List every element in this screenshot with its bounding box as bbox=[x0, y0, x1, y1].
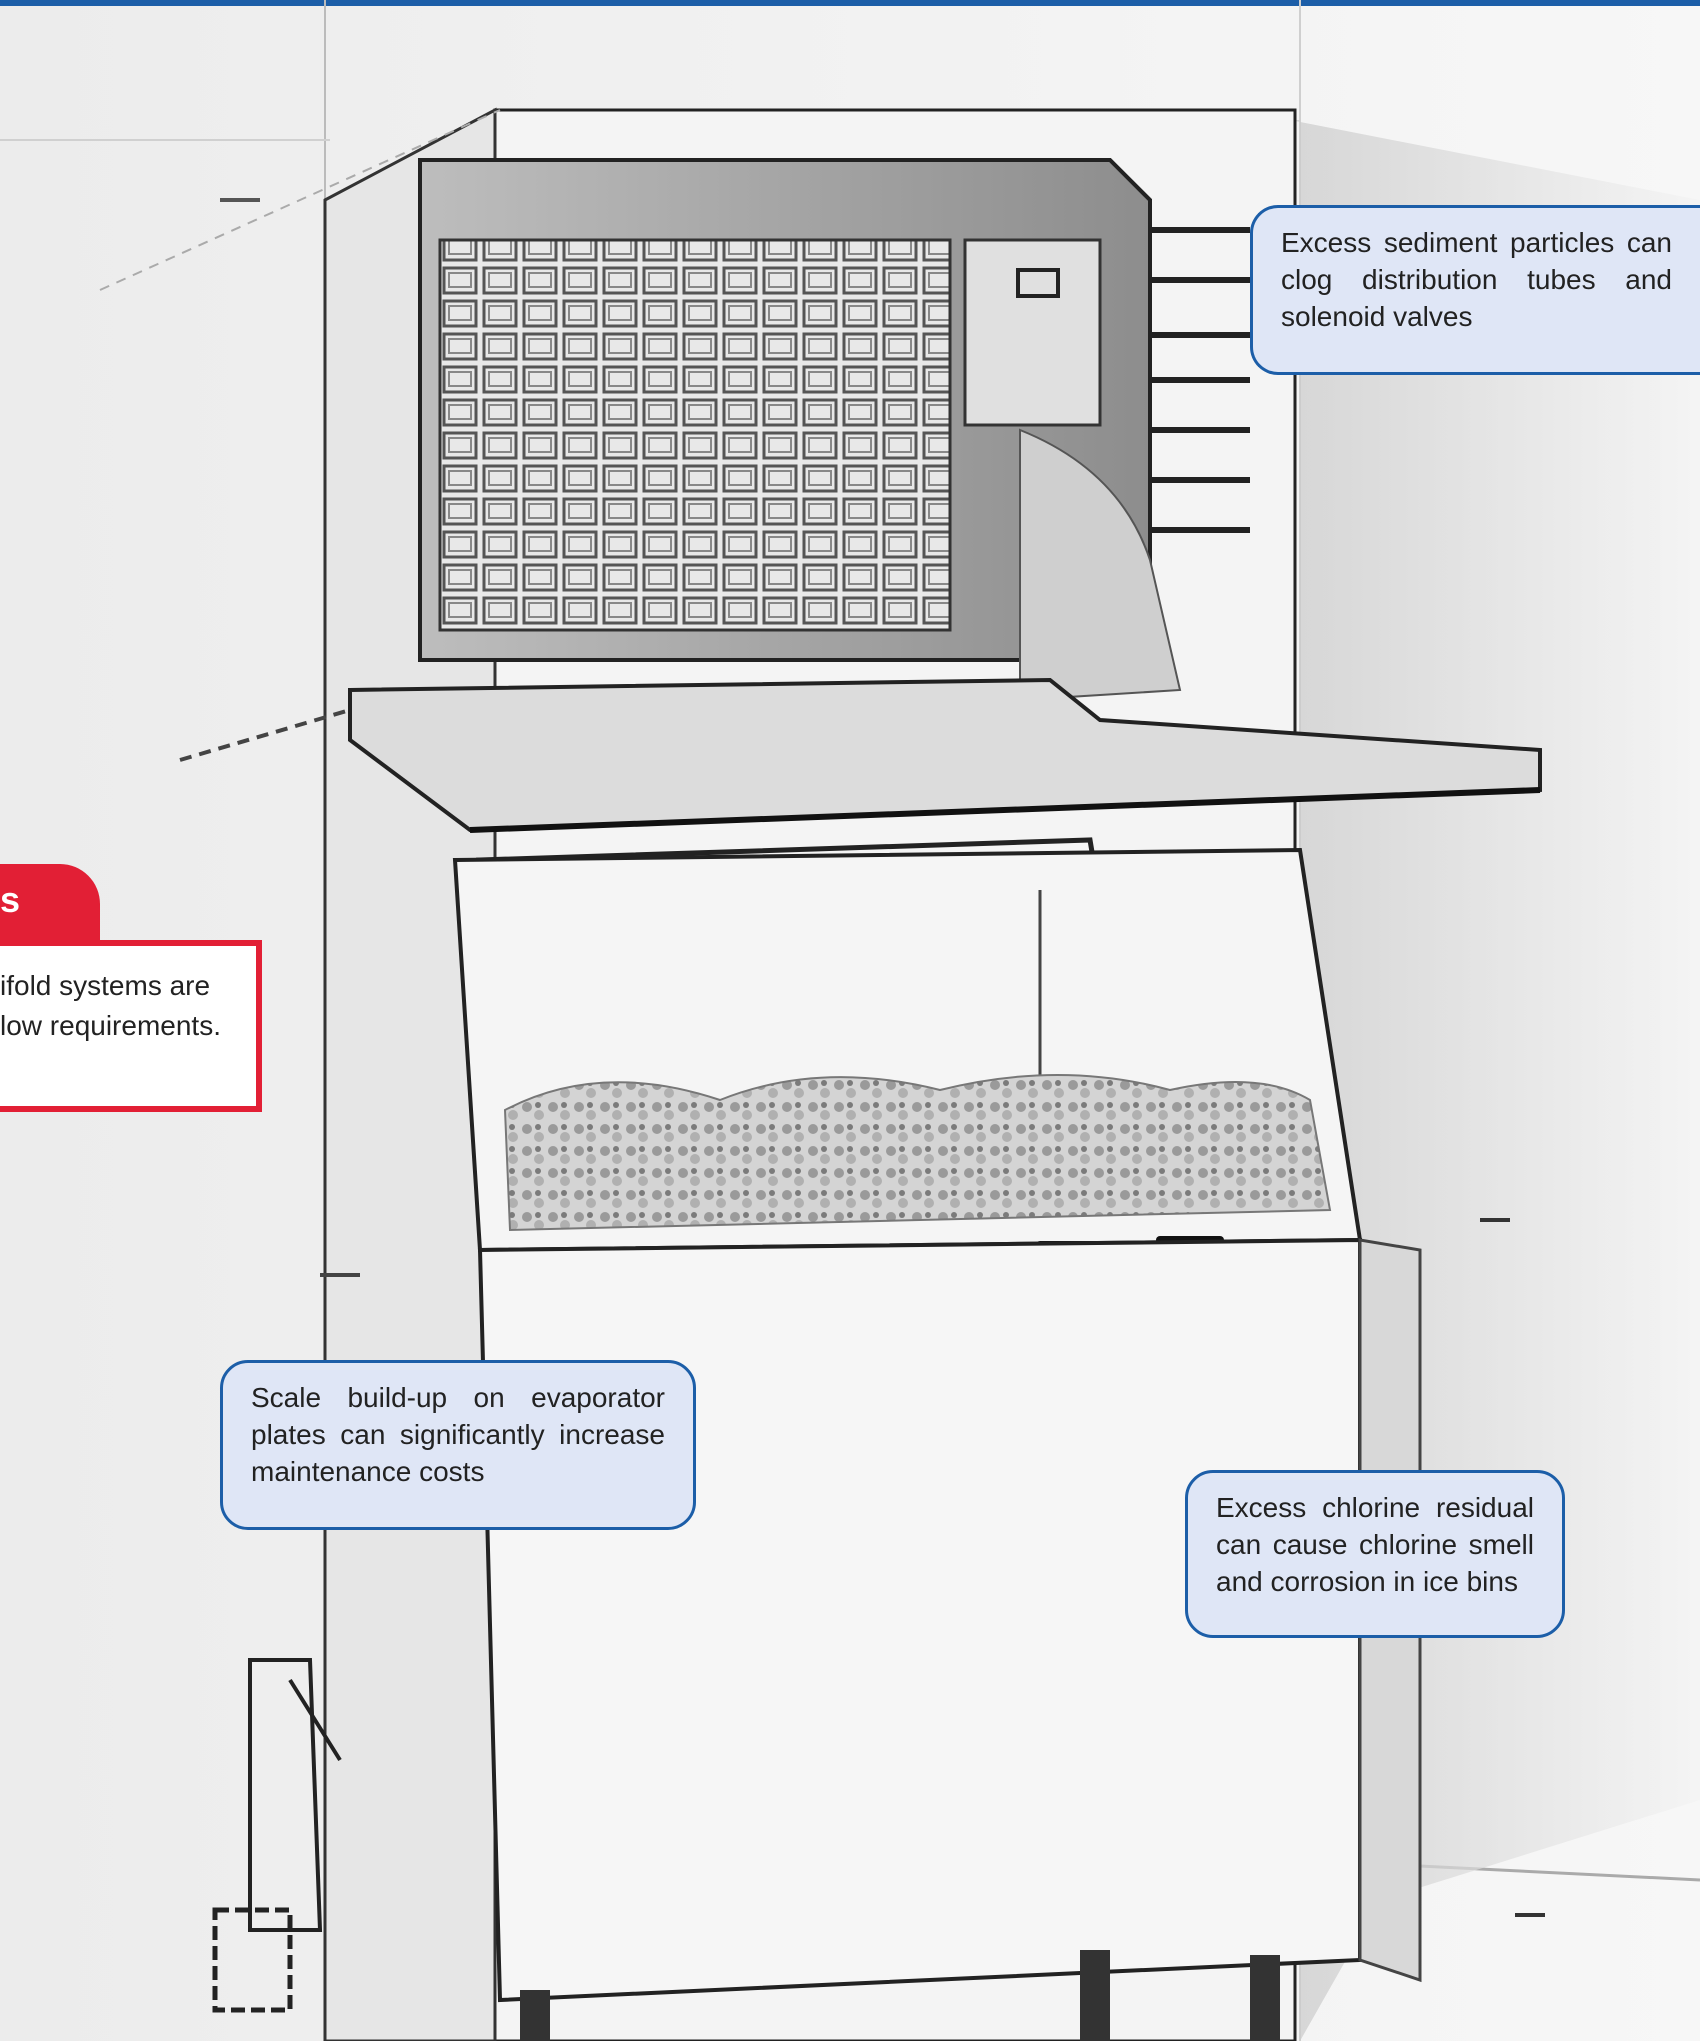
callout-chlorine-text: Excess chlorine residual can cause chlor… bbox=[1216, 1492, 1534, 1597]
info-box-line-1: ifold systems are bbox=[0, 970, 211, 1001]
section-tab bbox=[0, 864, 100, 942]
info-box-line-2: low requirements. bbox=[0, 1010, 221, 1041]
info-box-text: ifold systems are low requirements. bbox=[0, 966, 250, 1046]
callout-chlorine: Excess chlorine residual can cause chlor… bbox=[1185, 1470, 1565, 1638]
callout-sediment-text: Excess sediment particles can clog distr… bbox=[1281, 227, 1672, 332]
callout-scale-text: Scale build-up on evaporator plates can … bbox=[251, 1382, 665, 1487]
callout-scale: Scale build-up on evaporator plates can … bbox=[220, 1360, 696, 1530]
top-accent-bar bbox=[0, 0, 1700, 6]
info-box bbox=[0, 940, 262, 1112]
callout-sediment: Excess sediment particles can clog distr… bbox=[1250, 205, 1700, 375]
section-tab-label: s bbox=[0, 879, 21, 920]
